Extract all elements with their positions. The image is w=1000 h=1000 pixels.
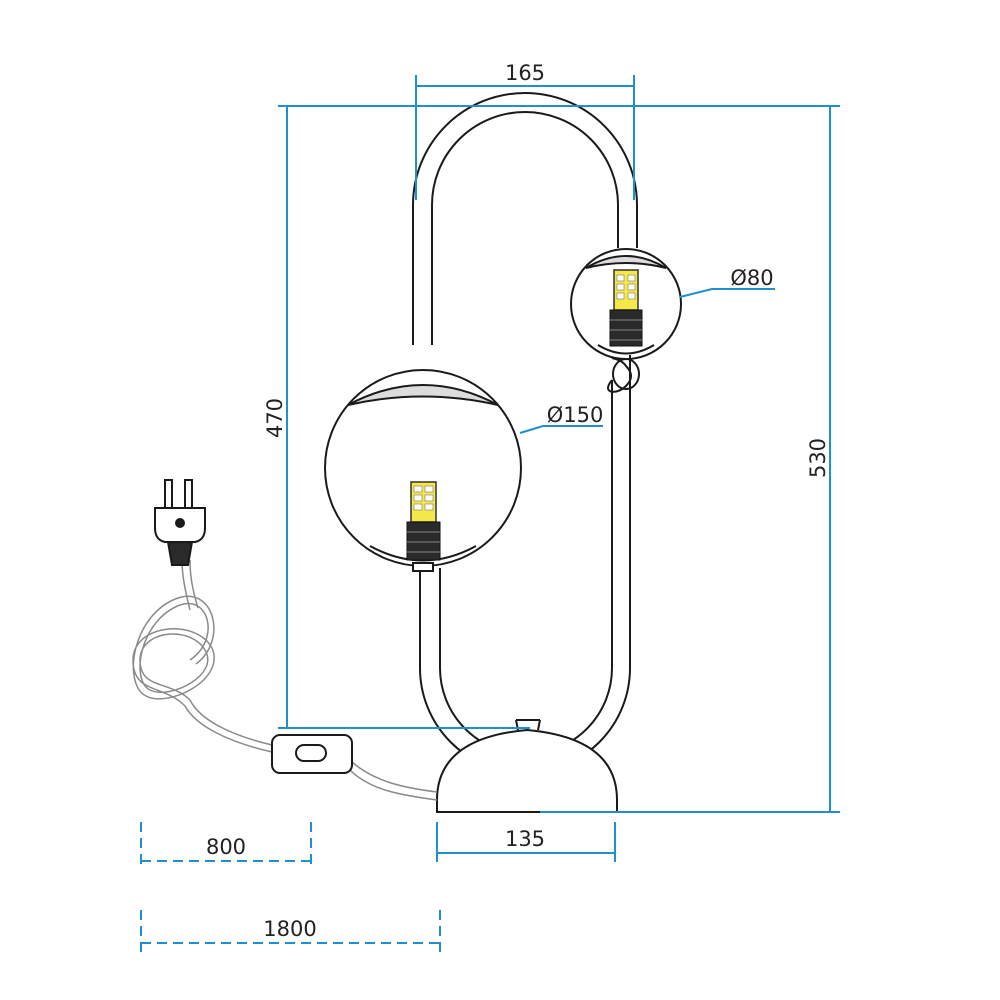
- connector-knob: [607, 357, 632, 394]
- dim-top-width: 165: [505, 61, 545, 85]
- lamp-frame: [412, 92, 640, 774]
- large-globe-top-cap: [347, 384, 499, 406]
- frame-outer-loop: [412, 92, 638, 774]
- small-globe-outline: [570, 248, 682, 360]
- large-led-bulb: [406, 481, 441, 561]
- connector-bead: [612, 358, 640, 390]
- dim-cable-to-switch: 800: [206, 835, 246, 859]
- dimension-lines: [278, 75, 840, 862]
- dim-total-height: 530: [806, 438, 830, 478]
- large-globe-socket: [412, 562, 434, 572]
- large-globe: [324, 369, 522, 572]
- small-globe: [570, 248, 682, 360]
- dim-large-globe: Ø150: [547, 403, 604, 427]
- led-bulb-icon: [406, 269, 643, 561]
- dim-small-globe: Ø80: [730, 266, 773, 290]
- small-globe-top-cap: [585, 255, 667, 269]
- frame-inner-loop: [431, 111, 619, 755]
- lamp-base: [436, 728, 618, 813]
- plug-icon: [154, 479, 206, 566]
- dim-cable-total: 1800: [263, 917, 316, 941]
- dimension-lines-dashed: [140, 822, 441, 955]
- small-led-bulb: [609, 269, 643, 347]
- power-cable: [132, 559, 438, 801]
- inline-switch-icon: [271, 734, 353, 774]
- small-globe-bottom-cap: [597, 344, 655, 355]
- dim-base-width: 135: [505, 827, 545, 851]
- dim-frame-height: 470: [263, 398, 287, 438]
